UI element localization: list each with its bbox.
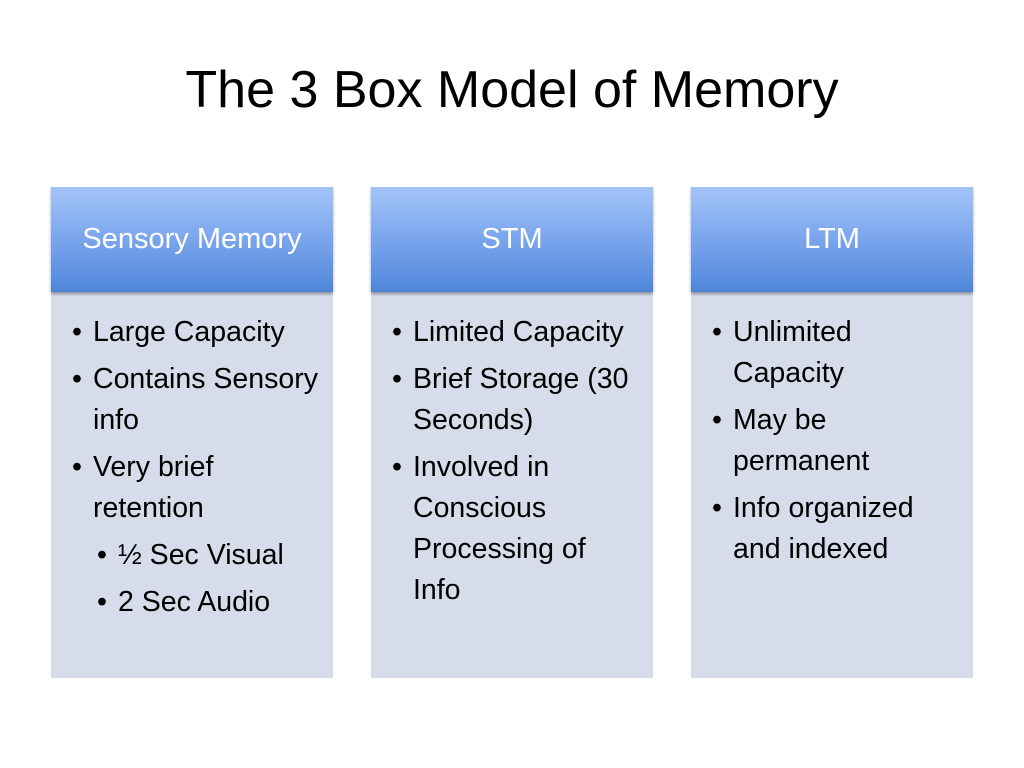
bullet-item: Large Capacity: [69, 312, 319, 353]
bullet-item: May be permanent: [709, 400, 959, 482]
box-header: STM: [371, 187, 653, 292]
bullet-list: Limited Capacity Brief Storage (30 Secon…: [389, 312, 639, 611]
bullet-item: Involved in Conscious Processing of Info: [389, 447, 639, 611]
bullet-item: Unlimited Capacity: [709, 312, 959, 394]
bullet-item: Contains Sensory info: [69, 359, 319, 441]
sub-bullet-item: ½ Sec Visual: [94, 535, 319, 576]
bullet-list: Large Capacity Contains Sensory info Ver…: [69, 312, 319, 623]
bullet-list: Unlimited Capacity May be permanent Info…: [709, 312, 959, 570]
box-ltm: LTM Unlimited Capacity May be permanent …: [691, 187, 973, 678]
bullet-item: Very brief retention: [69, 447, 319, 529]
sub-bullet-item: 2 Sec Audio: [94, 582, 319, 623]
box-stm: STM Limited Capacity Brief Storage (30 S…: [371, 187, 653, 678]
bullet-item: Limited Capacity: [389, 312, 639, 353]
bullet-item: Brief Storage (30 Seconds): [389, 359, 639, 441]
box-header: Sensory Memory: [51, 187, 333, 292]
slide-title: The 3 Box Model of Memory: [185, 61, 839, 119]
box-body: Unlimited Capacity May be permanent Info…: [691, 292, 973, 678]
box-body: Large Capacity Contains Sensory info Ver…: [51, 292, 333, 678]
box-body: Limited Capacity Brief Storage (30 Secon…: [371, 292, 653, 678]
box-sensory-memory: Sensory Memory Large Capacity Contains S…: [51, 187, 333, 678]
bullet-item: Info organized and indexed: [709, 488, 959, 570]
box-header: LTM: [691, 187, 973, 292]
